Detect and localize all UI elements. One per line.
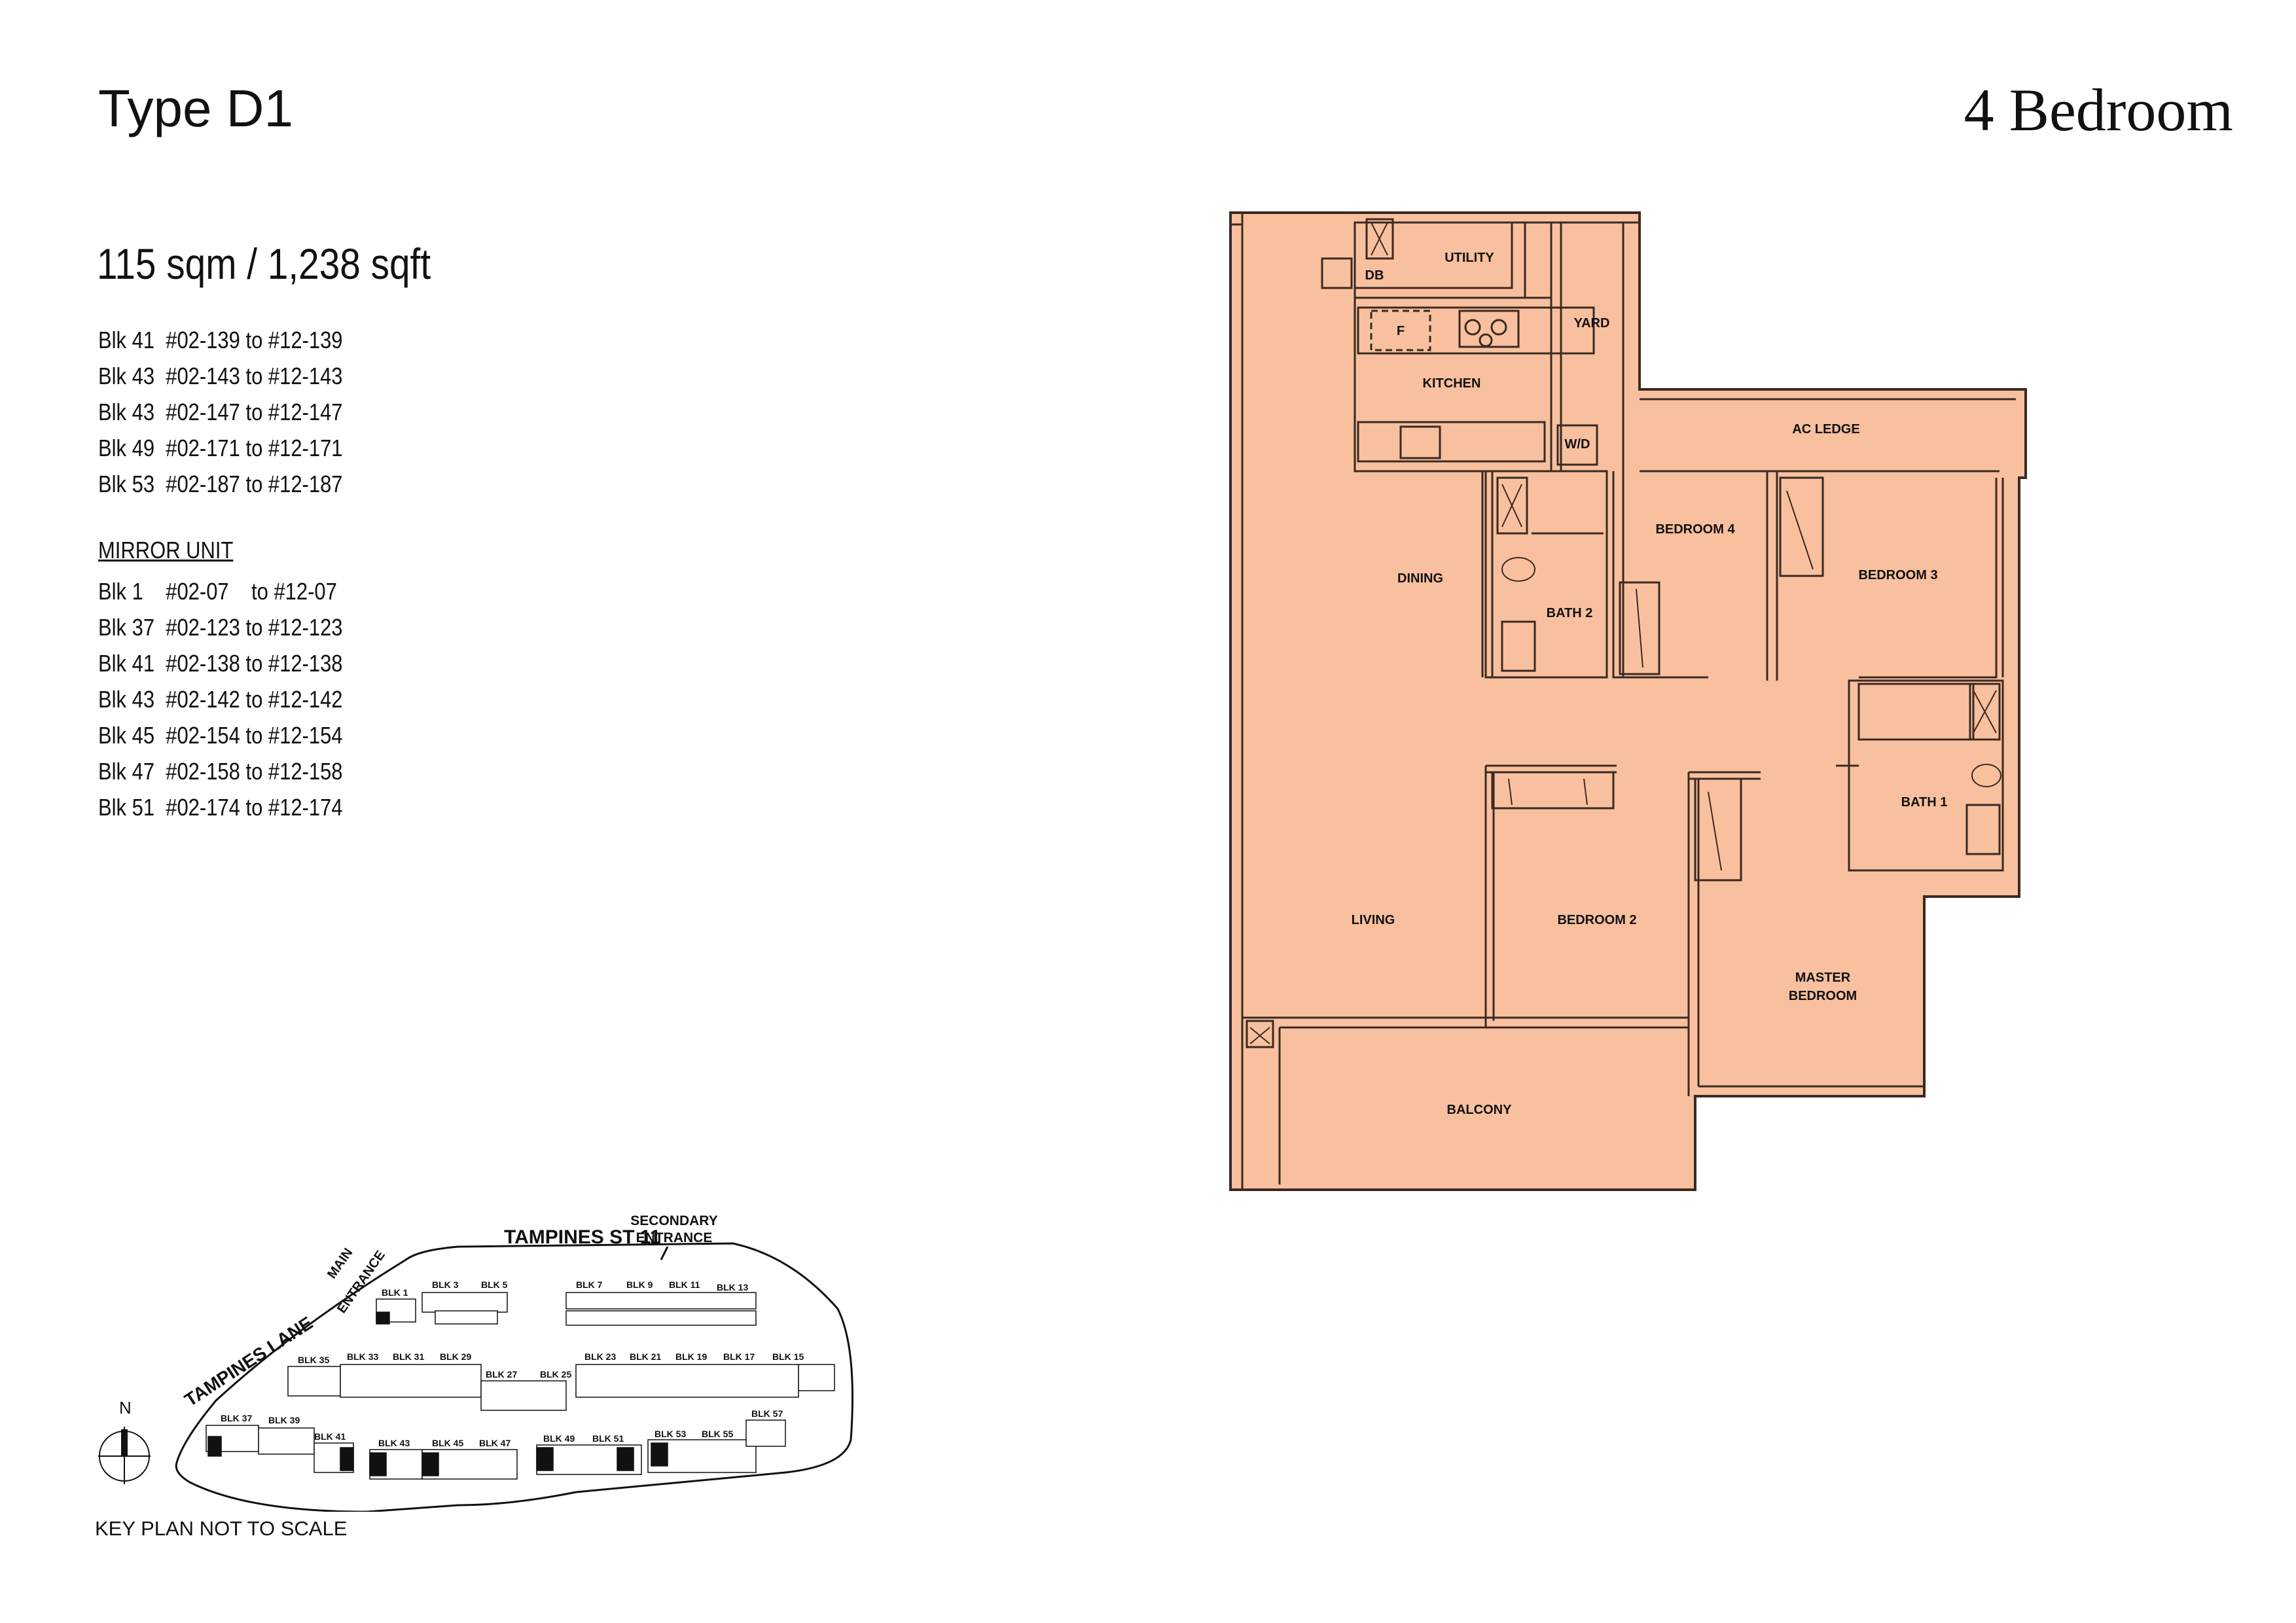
block-label: BLK 53 xyxy=(655,1429,686,1439)
key-plan-block-footprints xyxy=(206,1292,835,1480)
floor-plan-walls xyxy=(1230,213,2016,1190)
room-label-yard: YARD xyxy=(1574,316,1610,330)
block-label: BLK 5 xyxy=(481,1279,508,1290)
room-label-db: DB xyxy=(1365,268,1384,283)
mirror-unit-item: Blk 41 #02-138 to #12-138 xyxy=(98,650,343,677)
block-label: BLK 23 xyxy=(584,1351,616,1362)
mirror-unit-item: Blk 47 #02-158 to #12-158 xyxy=(98,758,343,785)
block-label: BLK 19 xyxy=(675,1351,707,1362)
block-label: BLK 27 xyxy=(486,1369,517,1380)
block-label: BLK 25 xyxy=(540,1369,571,1380)
block-label: BLK 17 xyxy=(723,1351,755,1362)
room-label-bedroom-4: BEDROOM 4 xyxy=(1655,522,1735,537)
room-label-ac-ledge: AC LEDGE xyxy=(1792,422,1859,437)
mirror-unit-item: Blk 45 #02-154 to #12-154 xyxy=(98,722,343,749)
secondary-entrance-label-line2: ENTRANCE xyxy=(636,1230,713,1245)
main-entrance-label-line1: MAIN xyxy=(325,1245,355,1281)
block-label: BLK 47 xyxy=(479,1438,511,1448)
room-label-living: LIVING xyxy=(1352,913,1395,927)
block-label: BLK 15 xyxy=(772,1351,804,1362)
block-label: BLK 3 xyxy=(432,1279,459,1290)
room-labels: UTILITY DB F YARD KITCHEN W/D AC LEDGE B… xyxy=(1352,251,1948,1117)
secondary-entrance-arrow xyxy=(660,1246,669,1260)
block-label: BLK 9 xyxy=(626,1279,653,1290)
unit-type-title: Type D1 xyxy=(98,79,293,137)
north-arrow-icon xyxy=(98,1427,151,1484)
block-label: BLK 41 xyxy=(314,1431,346,1442)
mirror-unit-heading: MIRROR UNIT xyxy=(98,537,234,563)
secondary-entrance-label-line1: SECONDARY xyxy=(630,1213,717,1228)
room-label-fridge: F xyxy=(1397,324,1405,338)
room-label-master-line1: MASTER xyxy=(1795,971,1851,985)
unit-list-item: Blk 49 #02-171 to #12-171 xyxy=(98,435,343,461)
bedroom-count-title: 4 Bedroom xyxy=(1964,77,2233,143)
floor-plan: UTILITY DB F YARD KITCHEN W/D AC LEDGE B… xyxy=(1229,211,2027,1191)
unit-list-item: Blk 53 #02-187 to #12-187 xyxy=(98,471,343,497)
block-label: BLK 29 xyxy=(440,1351,471,1362)
unit-area: 115 sqm / 1,238 sqft xyxy=(97,240,431,288)
block-label: BLK 49 xyxy=(543,1433,575,1444)
north-label: N xyxy=(119,1398,132,1418)
block-label: BLK 21 xyxy=(630,1351,661,1362)
unit-list-item: Blk 43 #02-147 to #12-147 xyxy=(98,399,343,425)
block-label: BLK 11 xyxy=(669,1279,700,1290)
unit-list: Blk 41 #02-139 to #12-139 Blk 43 #02-143… xyxy=(98,322,436,502)
unit-list-item: Blk 41 #02-139 to #12-139 xyxy=(98,327,343,353)
floor-plan-fixtures xyxy=(1249,222,2001,1044)
mirror-unit-item: Blk 1 #02-07 to #12-07 xyxy=(98,578,337,605)
block-label: BLK 51 xyxy=(592,1433,624,1444)
block-label: BLK 57 xyxy=(751,1408,783,1419)
room-label-master-line2: BEDROOM xyxy=(1789,989,1857,1003)
room-label-bath-2: BATH 2 xyxy=(1547,606,1593,620)
block-label: BLK 43 xyxy=(378,1438,410,1448)
key-plan-caption: KEY PLAN NOT TO SCALE xyxy=(95,1517,348,1540)
key-plan: TAMPINES ST 11 SECONDARY ENTRANCE MAIN E… xyxy=(98,1213,853,1512)
room-label-kitchen: KITCHEN xyxy=(1423,376,1481,391)
mirror-unit-item: Blk 43 #02-142 to #12-142 xyxy=(98,686,343,713)
room-label-dining: DINING xyxy=(1397,571,1443,586)
block-label: BLK 55 xyxy=(702,1429,733,1439)
block-label: BLK 1 xyxy=(382,1287,408,1298)
block-label: BLK 39 xyxy=(268,1415,300,1425)
room-label-balcony: BALCONY xyxy=(1447,1103,1513,1117)
mirror-unit-item: Blk 37 #02-123 to #12-123 xyxy=(98,614,343,641)
block-label: BLK 37 xyxy=(221,1413,252,1423)
block-label: BLK 7 xyxy=(576,1279,603,1290)
room-label-bedroom-3: BEDROOM 3 xyxy=(1858,568,1937,582)
block-label: BLK 45 xyxy=(432,1438,463,1448)
block-label: BLK 13 xyxy=(717,1282,748,1293)
floor-plan-fill xyxy=(1229,211,2027,1191)
block-label: BLK 35 xyxy=(298,1355,329,1365)
street-label: TAMPINES ST 11 xyxy=(504,1226,661,1248)
room-label-wd: W/D xyxy=(1565,437,1590,452)
block-label: BLK 31 xyxy=(393,1351,424,1362)
key-plan-blocks: BLK 1 BLK 3 BLK 5 BLK 7 BLK 9 BLK 11 BLK… xyxy=(221,1279,804,1448)
room-label-bath-1: BATH 1 xyxy=(1901,795,1948,810)
mirror-unit-item: Blk 51 #02-174 to #12-174 xyxy=(98,794,343,821)
block-label: BLK 33 xyxy=(347,1351,378,1362)
room-label-bedroom-2: BEDROOM 2 xyxy=(1557,913,1636,927)
room-label-utility: UTILITY xyxy=(1444,251,1494,265)
unit-list-item: Blk 43 #02-143 to #12-143 xyxy=(98,363,343,389)
mirror-unit-list: Blk 1 #02-07 to #12-07 Blk 37 #02-123 to… xyxy=(98,573,436,825)
